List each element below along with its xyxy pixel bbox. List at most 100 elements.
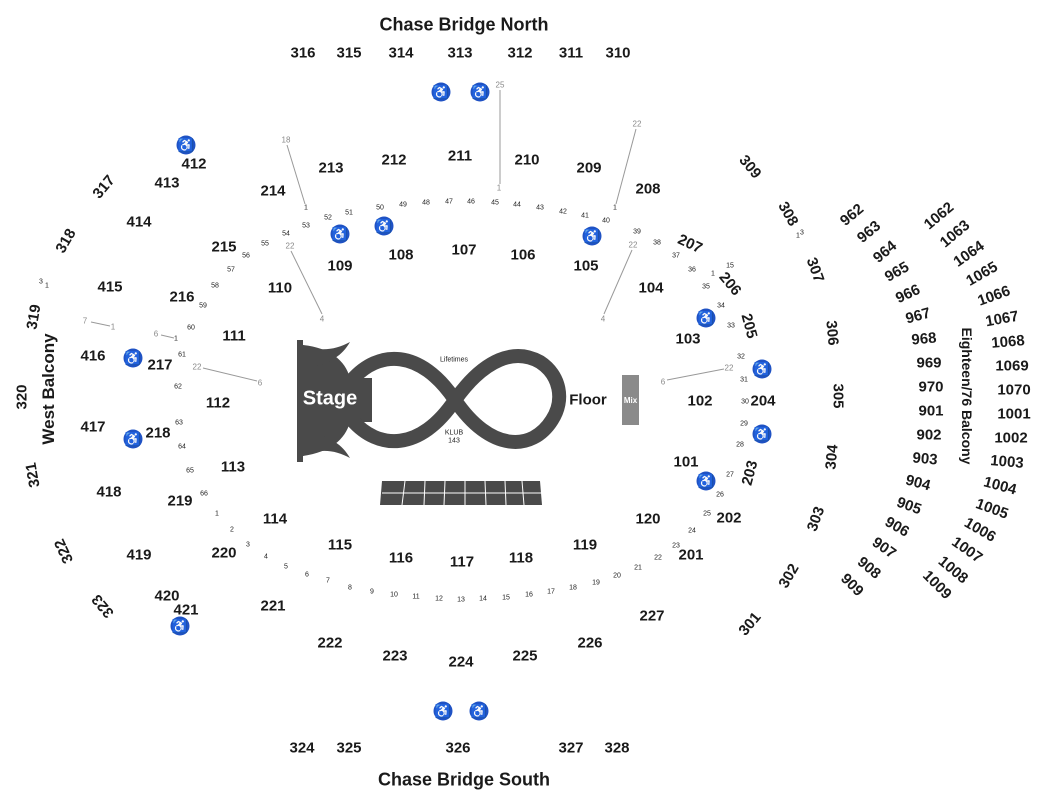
section-label[interactable]: 219 [167, 492, 193, 510]
section-label[interactable]: 114 [262, 510, 288, 528]
section-label[interactable]: 208 [635, 180, 661, 198]
row-number: 50 [376, 204, 384, 212]
section-label[interactable]: 107 [451, 241, 477, 259]
wheelchair-accessible-icon[interactable]: ♿ [470, 82, 490, 102]
section-label[interactable]: 1003 [989, 452, 1025, 472]
section-label[interactable]: 210 [514, 151, 540, 169]
section-label[interactable]: 313 [447, 44, 473, 62]
section-label[interactable]: 421 [173, 601, 199, 619]
wheelchair-accessible-icon[interactable]: ♿ [433, 701, 453, 721]
section-label[interactable]: 115 [327, 536, 353, 554]
section-label[interactable]: 416 [80, 347, 106, 365]
wheelchair-accessible-icon[interactable]: ♿ [696, 308, 716, 328]
wheelchair-accessible-icon[interactable]: ♿ [582, 226, 602, 246]
section-label[interactable]: 903 [911, 449, 939, 469]
section-label[interactable]: 106 [510, 246, 536, 264]
section-label[interactable]: 420 [154, 587, 180, 605]
section-label[interactable]: 111 [222, 327, 246, 345]
section-label[interactable]: 108 [388, 246, 414, 264]
section-label[interactable]: 970 [918, 378, 944, 396]
section-label[interactable]: 226 [577, 634, 603, 652]
wheelchair-accessible-icon[interactable]: ♿ [330, 224, 350, 244]
section-label[interactable]: 215 [211, 238, 237, 256]
section-label[interactable]: 312 [507, 44, 533, 62]
section-label[interactable]: 224 [448, 653, 474, 671]
section-label[interactable]: 113 [220, 458, 246, 476]
section-label[interactable]: 116 [388, 549, 414, 567]
wheelchair-accessible-icon[interactable]: ♿ [123, 348, 143, 368]
section-label[interactable]: 305 [829, 383, 847, 409]
section-label[interactable]: 209 [576, 159, 602, 177]
section-label[interactable]: 325 [336, 739, 362, 757]
wheelchair-accessible-icon[interactable]: ♿ [176, 135, 196, 155]
section-label[interactable]: 315 [336, 44, 362, 62]
section-label[interactable]: 306 [822, 319, 842, 347]
section-label[interactable]: 110 [267, 279, 293, 297]
section-label[interactable]: 109 [327, 257, 353, 275]
section-label[interactable]: 214 [260, 182, 286, 200]
section-label[interactable]: 211 [447, 147, 473, 165]
section-label[interactable]: 414 [126, 213, 152, 231]
wheelchair-accessible-icon[interactable]: ♿ [431, 82, 451, 102]
wheelchair-accessible-icon[interactable]: ♿ [696, 471, 716, 491]
wheelchair-accessible-icon[interactable]: ♿ [123, 429, 143, 449]
wheelchair-accessible-icon[interactable]: ♿ [752, 424, 772, 444]
section-label[interactable]: 225 [512, 647, 538, 665]
section-label[interactable]: 117 [449, 553, 475, 571]
section-label[interactable]: 901 [918, 402, 944, 420]
section-label[interactable]: 104 [638, 279, 664, 297]
section-label[interactable]: 223 [382, 647, 408, 665]
section-label[interactable]: 1068 [990, 332, 1026, 352]
row-number: 10 [390, 591, 398, 599]
wheelchair-accessible-icon[interactable]: ♿ [374, 216, 394, 236]
section-label[interactable]: 324 [289, 739, 315, 757]
section-label[interactable]: 102 [687, 392, 713, 410]
section-label[interactable]: 218 [145, 424, 171, 442]
section-label[interactable]: 1069 [995, 357, 1029, 375]
section-label[interactable]: 1070 [997, 381, 1031, 399]
section-label[interactable]: 220 [211, 544, 237, 562]
section-label[interactable]: 316 [290, 44, 316, 62]
section-label[interactable]: 417 [80, 418, 106, 436]
section-label[interactable]: 314 [388, 44, 414, 62]
section-label[interactable]: 902 [916, 426, 942, 444]
section-label[interactable]: 326 [445, 739, 471, 757]
section-label[interactable]: 227 [639, 607, 665, 625]
section-label[interactable]: 221 [260, 597, 286, 615]
section-label[interactable]: 216 [169, 288, 195, 306]
section-label[interactable]: 217 [147, 356, 173, 374]
wheelchair-accessible-icon[interactable]: ♿ [170, 616, 190, 636]
section-label[interactable]: 418 [96, 483, 122, 501]
section-label[interactable]: 304 [822, 443, 842, 471]
row-reference: 6 [153, 329, 159, 339]
section-label[interactable]: 320 [13, 384, 31, 410]
section-label[interactable]: 1001 [997, 405, 1031, 423]
section-label[interactable]: 310 [605, 44, 631, 62]
section-label[interactable]: 412 [181, 155, 207, 173]
row-number: 57 [227, 266, 235, 274]
wheelchair-accessible-icon[interactable]: ♿ [752, 359, 772, 379]
section-label[interactable]: 327 [558, 739, 584, 757]
section-label[interactable]: 212 [381, 151, 407, 169]
section-label[interactable]: 118 [508, 549, 534, 567]
section-label[interactable]: 204 [750, 392, 776, 410]
section-label[interactable]: 969 [916, 354, 942, 372]
section-label[interactable]: 105 [573, 257, 599, 275]
section-label[interactable]: 311 [558, 44, 584, 62]
section-label[interactable]: 120 [635, 510, 661, 528]
section-label[interactable]: 213 [318, 159, 344, 177]
section-label[interactable]: 413 [154, 174, 180, 192]
section-label[interactable]: 112 [205, 394, 231, 412]
section-label[interactable]: 968 [910, 329, 938, 349]
section-label[interactable]: 419 [126, 546, 152, 564]
section-label[interactable]: 202 [716, 509, 742, 527]
section-label[interactable]: 1002 [994, 429, 1028, 447]
wheelchair-accessible-icon[interactable]: ♿ [469, 701, 489, 721]
section-label[interactable]: 101 [673, 453, 699, 471]
section-label[interactable]: 222 [317, 634, 343, 652]
section-label[interactable]: 119 [572, 536, 598, 554]
section-label[interactable]: 328 [604, 739, 630, 757]
section-label[interactable]: 415 [97, 278, 123, 296]
section-label[interactable]: 103 [675, 330, 701, 348]
section-label[interactable]: 201 [678, 546, 704, 564]
